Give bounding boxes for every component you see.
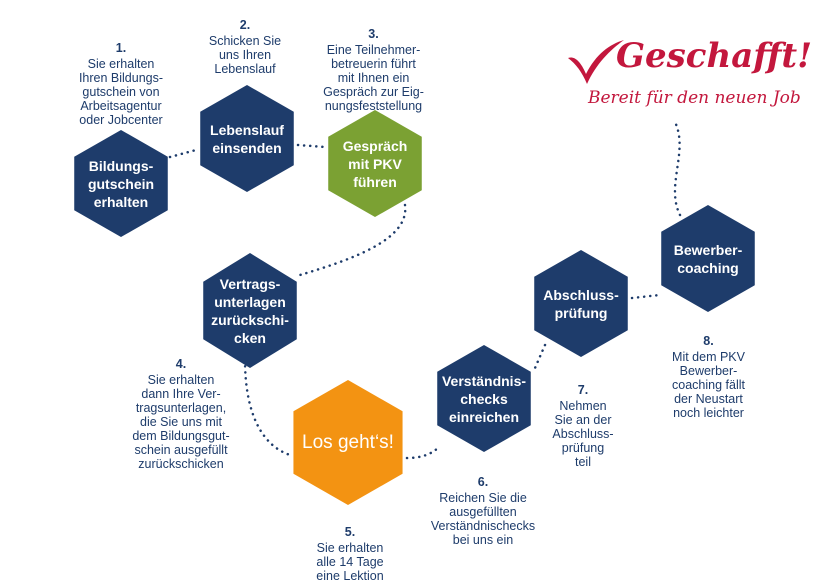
step-8-description: 8. Mit dem PKV Bewerber- coaching fällt d… xyxy=(656,320,761,420)
step-text: Sie erhalten dann Ihre Ver- tragsunterla… xyxy=(132,373,230,471)
step-text: Mit dem PKV Bewerber- coaching fällt der… xyxy=(672,350,745,420)
step-number: 6. xyxy=(477,475,489,489)
checkmark-icon xyxy=(568,40,624,84)
hex-label: Abschluss- prüfung xyxy=(543,286,619,321)
step-text: Reichen Sie die ausgefüllten Verständnis… xyxy=(430,491,536,547)
step-1-description: 1. Sie erhalten Ihren Bildungs- gutschein… xyxy=(62,27,180,127)
step-number: 7. xyxy=(577,383,589,397)
step-number: 3. xyxy=(368,27,379,41)
step-number: 5. xyxy=(344,525,356,539)
step-2-description: 2. Schicken Sie uns Ihren Lebenslauf xyxy=(190,4,300,76)
step-text: Eine Teilnehmer- betreuerin führt mit Ih… xyxy=(323,43,424,113)
step-number: 2. xyxy=(239,18,251,32)
step-number: 1. xyxy=(115,41,127,55)
step-text: Sie erhalten Ihren Bildungs- gutschein v… xyxy=(78,57,164,127)
step-3-description: 3. Eine Teilnehmer- betreuerin führt mit … xyxy=(311,13,436,113)
hex-label: Verständnis- checks einreichen xyxy=(441,372,527,425)
step-text: Nehmen Sie an der Abschluss- prüfung tei… xyxy=(552,399,614,469)
step-text: Sie erhalten alle 14 Tage eine Lektion xyxy=(316,541,384,583)
hex-label: Los geht‘s! xyxy=(302,431,394,453)
step-7-description: 7. Nehmen Sie an der Abschluss- prüfung t… xyxy=(538,369,628,469)
hex-gespraech: Gespräch mit PKV führen xyxy=(328,110,422,217)
hex-label: Bildungs- gutschein erhalten xyxy=(87,157,155,210)
step-5-description: 5. Sie erhalten alle 14 Tage eine Lektion xyxy=(295,511,405,583)
step-6-description: 6. Reichen Sie die ausgefüllten Verständn… xyxy=(418,461,548,547)
logo-title: Geschafft! xyxy=(616,36,813,76)
logo-subtitle: Bereit für den neuen Job xyxy=(588,88,801,108)
hex-label: Gespräch mit PKV führen xyxy=(342,137,408,190)
hex-label: Lebenslauf einsenden xyxy=(210,121,284,156)
step-number: 8. xyxy=(703,334,714,348)
step-4-description: 4. Sie erhalten dann Ihre Ver- tragsunter… xyxy=(122,343,240,471)
geschafft-logo: Geschafft! Bereit für den neuen Job xyxy=(566,30,812,120)
hex-label: Vertrags- unterlagen zurückschi- cken xyxy=(211,275,289,346)
step-text: Schicken Sie uns Ihren Lebenslauf xyxy=(208,34,282,76)
hex-los-gehts: Los geht‘s! xyxy=(293,380,403,505)
step-number: 4. xyxy=(175,357,187,371)
hex-label: Bewerber- coaching xyxy=(673,241,743,276)
